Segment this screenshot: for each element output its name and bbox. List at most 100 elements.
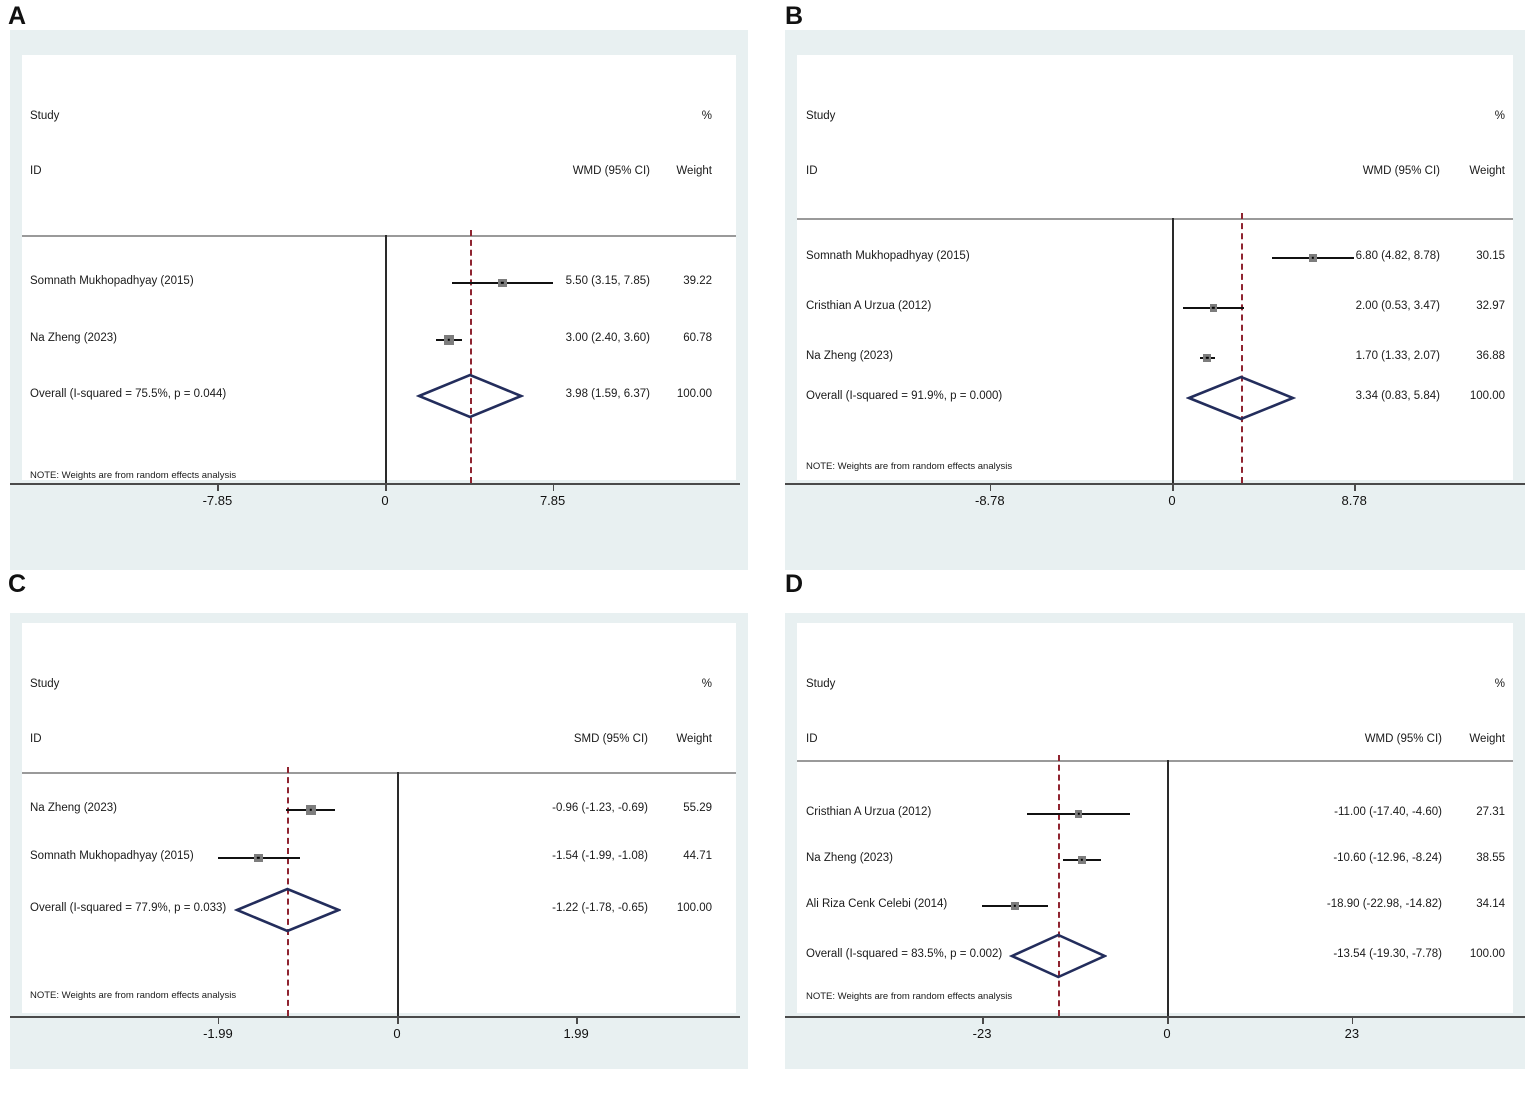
panel-c-header-effect: SMD (95% CI): [573, 733, 648, 745]
effect-value: 5.50 (3.15, 7.85): [565, 275, 650, 287]
axis-tick-label: -23: [972, 1026, 992, 1041]
weight-value: 39.22: [683, 275, 712, 287]
weight-value: 60.78: [683, 332, 712, 344]
axis-tick: [1354, 485, 1356, 491]
axis-tick: [1351, 1018, 1354, 1024]
panel-b-header-effect: WMD (95% CI): [1362, 165, 1440, 177]
weight-value: 32.97: [1476, 300, 1505, 312]
effect-value: 6.80 (4.82, 8.78): [1355, 250, 1440, 262]
axis-tick: [1167, 1018, 1169, 1024]
effect-marker: [1077, 855, 1086, 865]
panel-b-pooled-effect-line: [1241, 213, 1244, 483]
axis-tick-label: 23: [1344, 1026, 1360, 1041]
effect-value: 1.70 (1.33, 2.07): [1355, 350, 1440, 362]
study-label: Na Zheng (2023): [30, 802, 117, 814]
axis-tick: [1172, 485, 1174, 491]
axis-tick: [982, 1018, 984, 1024]
panel-c-note: NOTE: Weights are from random effects an…: [30, 990, 237, 1001]
weight-value: 55.29: [683, 802, 712, 814]
axis-tick-label: 0: [1163, 1026, 1171, 1041]
panel-c-header-id: ID: [30, 733, 42, 745]
effect-marker: [1075, 810, 1083, 818]
panel-a-header-weight: Weight: [676, 165, 712, 177]
panel-b-letter: B: [785, 2, 803, 30]
effect-value: -18.90 (-22.98, -14.82): [1326, 898, 1442, 910]
panel-d-header-percent: %: [1494, 678, 1505, 690]
study-label: Somnath Mukhopadhyay (2015): [30, 850, 194, 862]
overall-weight-value: 100.00: [1469, 390, 1505, 402]
study-label: Na Zheng (2023): [806, 852, 893, 864]
pooled-effect-diamond: [233, 887, 342, 933]
weight-value: 38.55: [1476, 852, 1505, 864]
panel-a-letter: A: [8, 2, 26, 30]
study-label: Somnath Mukhopadhyay (2015): [30, 275, 194, 287]
panel-a-header-id: ID: [30, 165, 42, 177]
panel-a-null-line: [385, 235, 387, 483]
axis-tick-label: 8.78: [1341, 493, 1367, 508]
pooled-effect-diamond: [415, 373, 524, 419]
panel-c-plot-area: [22, 623, 736, 1013]
axis-tick-label: 1.99: [563, 1026, 589, 1041]
effect-marker: [498, 278, 507, 288]
panel-c-header-percent: %: [701, 678, 712, 690]
panel-d-header-weight: Weight: [1469, 733, 1505, 745]
panel-a-header-separator: [22, 235, 736, 237]
panel-d-header-id: ID: [806, 733, 818, 745]
weight-value: 27.31: [1476, 806, 1505, 818]
overall-weight-value: 100.00: [676, 388, 712, 400]
panel-c-header-weight: Weight: [676, 733, 712, 745]
effect-value: 2.00 (0.53, 3.47): [1355, 300, 1440, 312]
panel-d-pooled-effect-line: [1058, 755, 1061, 1016]
panel-d-note: NOTE: Weights are from random effects an…: [806, 991, 1013, 1002]
study-label: Cristhian A Urzua (2012): [806, 806, 932, 818]
panel-b-null-line: [1172, 218, 1174, 483]
panel-b-plot-area: [797, 55, 1513, 480]
overall-effect-value: 3.98 (1.59, 6.37): [565, 388, 650, 400]
panel-c-pooled-effect-line: [287, 767, 290, 1016]
panel-a-axis: [10, 483, 740, 485]
overall-label: Overall (I-squared = 83.5%, p = 0.002): [806, 948, 1003, 960]
panel-a-plot-area: [22, 55, 736, 480]
study-label: Somnath Mukhopadhyay (2015): [806, 250, 970, 262]
axis-tick: [397, 1018, 399, 1024]
weight-value: 30.15: [1476, 250, 1505, 262]
panel-d-header-separator: [797, 760, 1513, 762]
effect-value: -11.00 (-17.40, -4.60): [1334, 806, 1442, 818]
effect-value: 3.00 (2.40, 3.60): [565, 332, 650, 344]
axis-tick-label: -7.85: [202, 493, 233, 508]
effect-marker: [1203, 353, 1212, 363]
panel-b-note: NOTE: Weights are from random effects an…: [806, 461, 1013, 472]
effect-marker: [1309, 254, 1317, 262]
axis-tick-label: 7.85: [539, 493, 566, 508]
axis-tick: [552, 485, 555, 491]
axis-tick-label: 0: [381, 493, 389, 508]
panel-a-header-percent: %: [701, 110, 712, 122]
panel-a-note: NOTE: Weights are from random effects an…: [30, 470, 237, 481]
axis-tick: [576, 1018, 578, 1024]
weight-value: 36.88: [1476, 350, 1505, 362]
panel-d-plot-area: [797, 623, 1513, 1013]
panel-c-letter: C: [8, 570, 26, 598]
panel-d-header-study: Study: [806, 678, 836, 690]
panel-c-header-study: Study: [30, 678, 60, 690]
effect-value: -1.54 (-1.99, -1.08): [552, 850, 648, 862]
panel-a-pooled-effect-line: [469, 230, 472, 483]
axis-tick-label: 0: [1168, 493, 1176, 508]
axis-tick: [989, 485, 992, 491]
study-label: Na Zheng (2023): [30, 332, 117, 344]
panel-b-header-percent: %: [1494, 110, 1505, 122]
weight-value: 44.71: [683, 850, 712, 862]
effect-value: -0.96 (-1.23, -0.69): [552, 802, 648, 814]
panel-d-axis: [785, 1016, 1525, 1018]
effect-marker: [1209, 304, 1218, 312]
panel-c-axis: [10, 1016, 740, 1018]
axis-tick: [217, 1018, 220, 1024]
panel-b-header-weight: Weight: [1469, 165, 1505, 177]
panel-d-header-effect: WMD (95% CI): [1364, 733, 1442, 745]
effect-value: -10.60 (-12.96, -8.24): [1333, 852, 1442, 864]
panel-a-header-study: Study: [30, 110, 60, 122]
pooled-effect-diamond: [1186, 375, 1297, 421]
overall-effect-value: 3.34 (0.83, 5.84): [1355, 390, 1440, 402]
study-label: Na Zheng (2023): [806, 350, 893, 362]
